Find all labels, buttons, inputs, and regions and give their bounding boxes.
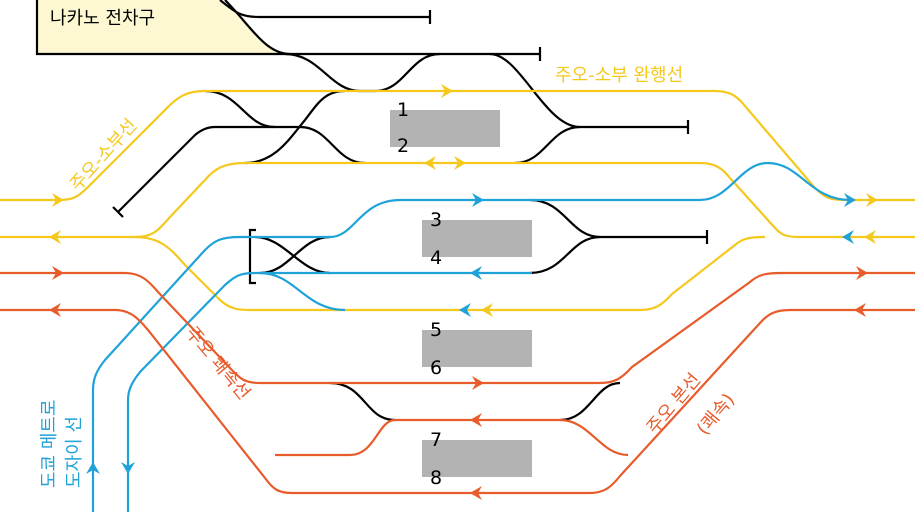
chuo-sobu-track-1 [0, 89, 915, 202]
chuo-sobu-local-label: 주오-소부 완행선 [555, 65, 683, 86]
tozai-down-track [126, 271, 532, 512]
depot-track-2 [224, 0, 291, 56]
arrow-icon [842, 230, 854, 244]
platform-3-4 [422, 220, 532, 257]
direction-arrows [49, 84, 878, 500]
arrow-icon [470, 266, 482, 280]
arrow-icon [470, 486, 482, 500]
connector-track [514, 125, 688, 165]
arrow-icon [470, 413, 482, 427]
platform-5-6 [422, 330, 532, 367]
chuo-sobu-track-2 [0, 161, 915, 239]
track-number: 4 [430, 247, 442, 269]
arrow-icon [856, 266, 868, 280]
arrow-icon [459, 303, 471, 317]
chuo-rapid-track-1 [0, 271, 915, 385]
depot-area [37, 0, 285, 54]
arrow-icon [866, 193, 878, 207]
bumper [112, 206, 124, 218]
chuo-sobu-branch [134, 235, 766, 312]
arrow-icon [864, 230, 876, 244]
platform-7-8 [422, 440, 532, 477]
connector-track [284, 52, 441, 93]
track-number: 2 [397, 135, 409, 157]
tozai-label-2: 도자이 선 [64, 416, 85, 488]
depot-border [35, 0, 540, 56]
connector-track [529, 235, 601, 275]
chuo-sobu-label: 주오-소부선 [66, 115, 141, 195]
arrow-icon [52, 266, 64, 280]
connector-track [329, 381, 396, 422]
chuo-main-rapid-label: (쾌속) [693, 390, 739, 440]
arrow-icon [86, 462, 100, 474]
arrow-icon [121, 462, 135, 474]
crossover-track [259, 235, 331, 275]
arrow-icon [454, 156, 466, 170]
arrow-icon [472, 376, 484, 390]
connector-track [244, 89, 346, 165]
connector-track [559, 381, 621, 422]
arrow-icon [441, 84, 453, 98]
depot-label: 나카노 전차구 [50, 8, 155, 29]
connector-track [529, 198, 707, 239]
track-number: 1 [397, 99, 409, 121]
track-number: 7 [430, 429, 442, 451]
depot-track-1 [219, 0, 430, 19]
chuo-rapid-track-3 [274, 418, 629, 457]
crossover-track [254, 235, 331, 275]
connector-track [204, 89, 276, 129]
tozai-label-1: 도쿄 메트로 [39, 399, 60, 488]
arrow-icon [52, 193, 64, 207]
chuo-rapid-track-2 [0, 308, 915, 495]
tozai-branch [259, 271, 346, 312]
arrow-icon [844, 193, 856, 207]
arrow-icon [49, 230, 61, 244]
arrow-icon [424, 156, 436, 170]
track-number: 8 [430, 467, 442, 489]
platform-1-2 [390, 110, 500, 147]
arrow-icon [472, 193, 484, 207]
track-number: 6 [430, 357, 442, 379]
track-number: 3 [430, 209, 442, 231]
siding-track [117, 125, 366, 213]
arrow-icon [854, 303, 866, 317]
arrow-icon [481, 303, 493, 317]
arrow-icon [49, 303, 61, 317]
bracket-bumper [248, 228, 256, 285]
tozai-up-track [91, 161, 851, 512]
chuo-rapid-label: 주오 쾌속선 [181, 323, 254, 404]
track-number: 5 [430, 319, 442, 341]
